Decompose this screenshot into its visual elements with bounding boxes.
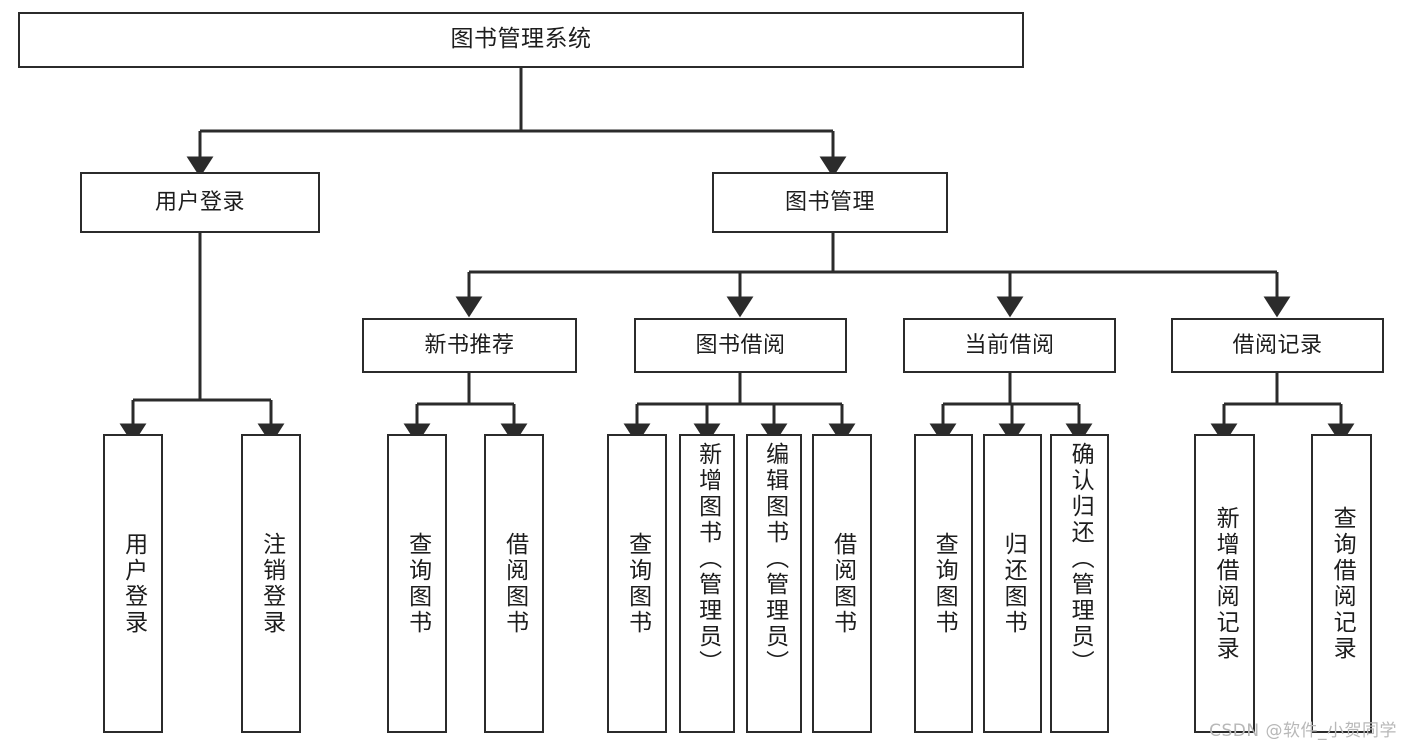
leaf-add-borrow-record[interactable]: 新增借阅记录 (1194, 434, 1255, 733)
leaf-query-book-borrow[interactable]: 查询图书 (607, 434, 667, 733)
node-label: 新书推荐 (424, 332, 515, 358)
node-label: 借阅记录 (1232, 332, 1323, 358)
node-label: 确认归还（管理员） (1067, 442, 1094, 676)
node-label: 查询图书 (624, 531, 651, 636)
node-book-management[interactable]: 图书管理 (712, 172, 948, 233)
node-label: 查询图书 (931, 531, 958, 636)
node-label: 图书管理系统 (450, 26, 592, 53)
leaf-logout[interactable]: 注销登录 (241, 434, 301, 733)
leaf-edit-book-admin[interactable]: 编辑图书（管理员） (746, 434, 802, 733)
node-label: 用户登录 (120, 531, 147, 636)
node-user-login[interactable]: 用户登录 (80, 172, 320, 233)
node-label: 当前借阅 (964, 332, 1055, 358)
node-new-book-recommend[interactable]: 新书推荐 (362, 318, 577, 373)
csdn-watermark: CSDN @软件_小贺同学 (1209, 721, 1397, 741)
node-label: 借阅图书 (829, 531, 856, 636)
node-label: 新增图书（管理员） (694, 442, 721, 676)
node-borrow-record[interactable]: 借阅记录 (1171, 318, 1384, 373)
leaf-confirm-return-admin[interactable]: 确认归还（管理员） (1050, 434, 1109, 733)
node-label: 图书管理 (784, 189, 875, 215)
leaf-query-book-current[interactable]: 查询图书 (914, 434, 973, 733)
leaf-user-login[interactable]: 用户登录 (103, 434, 163, 733)
node-book-management-system[interactable]: 图书管理系统 (18, 12, 1024, 68)
leaf-return-book[interactable]: 归还图书 (983, 434, 1042, 733)
leaf-borrow-book[interactable]: 借阅图书 (812, 434, 872, 733)
node-current-borrow[interactable]: 当前借阅 (903, 318, 1116, 373)
node-label: 新增借阅记录 (1212, 505, 1239, 662)
node-label: 图书借阅 (695, 332, 786, 358)
node-label: 编辑图书（管理员） (761, 442, 788, 676)
leaf-query-borrow-record[interactable]: 查询借阅记录 (1311, 434, 1372, 733)
leaf-borrow-book-recommend[interactable]: 借阅图书 (484, 434, 544, 733)
node-label: 查询图书 (404, 531, 431, 636)
node-label: 用户登录 (154, 189, 245, 215)
node-label: 注销登录 (258, 531, 285, 636)
node-label: 借阅图书 (501, 531, 528, 636)
node-label: 归还图书 (1000, 531, 1027, 636)
node-book-borrow[interactable]: 图书借阅 (634, 318, 847, 373)
leaf-add-book-admin[interactable]: 新增图书（管理员） (679, 434, 735, 733)
leaf-query-book-recommend[interactable]: 查询图书 (387, 434, 447, 733)
node-label: 查询借阅记录 (1329, 505, 1356, 662)
